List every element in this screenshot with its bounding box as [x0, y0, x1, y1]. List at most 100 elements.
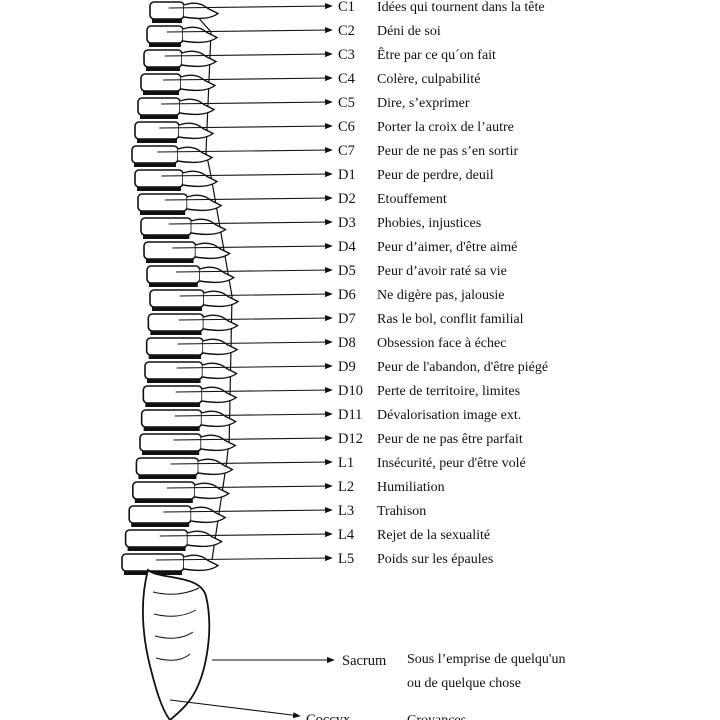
vertebra-shape [143, 49, 218, 71]
vertebra-code: C2 [338, 23, 355, 39]
coccyx-code: Coccyx [306, 712, 351, 720]
vertebra-shape [134, 121, 215, 143]
vertebra-code: C3 [338, 47, 355, 63]
vertebra-description: Peur de l'abandon, d'être piégé [377, 360, 548, 375]
vertebra-code: L5 [338, 551, 354, 567]
vertebra-shape [132, 481, 231, 503]
vertebra-shape [140, 217, 227, 239]
label-arrow [161, 99, 333, 106]
vertebra-description: Peur de ne pas s’en sortir [377, 144, 518, 159]
vertebra-code: C6 [338, 119, 355, 135]
vertebra-description: Ne digère pas, jalousie [377, 288, 505, 303]
label-arrow [179, 291, 333, 298]
label-arrow [176, 267, 333, 274]
vertebra-shape [124, 529, 223, 551]
label-arrow [176, 363, 333, 370]
vertebra-shape [137, 193, 223, 215]
vertebra-code: D10 [338, 383, 363, 399]
label-arrows [156, 3, 335, 719]
vertebra-shape [140, 73, 217, 95]
vertebra-description: Insécurité, peur d'être volé [377, 456, 526, 471]
vertebra-description: Ras le bol, conflit familial [377, 312, 524, 327]
vertebra-code: D8 [338, 335, 356, 351]
label-arrow [166, 27, 333, 34]
vertebra-shape [142, 385, 238, 407]
label-arrow [178, 315, 333, 322]
vertebra-description: Peur de perdre, deuil [377, 168, 494, 183]
label-arrow [175, 387, 333, 394]
sacrum-description-line2: ou de quelque chose [407, 676, 521, 691]
sacrum-description-line1: Sous l’emprise de quelqu'un [407, 652, 565, 667]
label-arrow [166, 483, 333, 490]
label-arrow [172, 243, 333, 250]
vertebra-description: Phobies, injustices [377, 216, 481, 231]
label-arrow [168, 219, 333, 226]
spine-body [121, 1, 240, 720]
vertebra-code: L3 [338, 503, 354, 519]
vertebra-code: D1 [338, 167, 356, 183]
vertebra-code: D6 [338, 287, 356, 303]
vertebra-shape [121, 553, 220, 575]
vertebra-code: C4 [338, 71, 356, 87]
vertebra-shape [139, 433, 237, 455]
vertebra-shape [146, 25, 219, 47]
vertebra-description: Perte de territoire, limites [377, 384, 520, 399]
vertebra-description: Obsession face à échec [377, 336, 506, 351]
label-arrow [161, 171, 333, 178]
vertebra-shape [147, 313, 239, 335]
label-arrow [165, 195, 333, 202]
coccyx-description: Croyances [407, 713, 466, 720]
vertebra-code: D12 [338, 431, 363, 447]
vertebra-shape [145, 337, 239, 359]
vertebra-description: Peur d’aimer, d'être aimé [377, 240, 517, 255]
vertebra-code: C1 [338, 0, 355, 15]
vertebra-shape [143, 241, 231, 263]
vertebra-shape [128, 505, 227, 527]
vertebra-code: D7 [338, 311, 356, 327]
label-arrow [157, 146, 333, 154]
vertebra-code: L2 [338, 479, 354, 495]
label-arrow [164, 51, 333, 58]
vertebra-description: Etouffement [377, 192, 447, 207]
sacrum-shape [142, 568, 211, 720]
label-arrow [168, 3, 333, 10]
vertebra-description: Humiliation [377, 480, 445, 495]
vertebra-code: C5 [338, 95, 355, 111]
vertebra-description: Trahison [377, 504, 426, 519]
vertebra-description: Porter la croix de l’autre [377, 120, 514, 135]
vertebra-description: Déni de soi [377, 24, 441, 39]
vertebra-code: C7 [338, 143, 355, 159]
vertebra-description: Rejet de la sexualité [377, 528, 490, 543]
vertebra-code: D3 [338, 215, 356, 231]
label-arrow [156, 554, 333, 562]
vertebra-code: D4 [338, 239, 356, 255]
vertebra-description: Colère, culpabilité [377, 72, 480, 87]
label-arrow [170, 459, 333, 466]
vertebra-description: Dévalorisation image ext. [377, 408, 521, 423]
vertebra-shape [149, 1, 220, 23]
vertebra-description: Être par ce qu´on fait [377, 46, 496, 63]
label-arrow [162, 75, 333, 82]
vertebra-code: D2 [338, 191, 356, 207]
label-arrow [159, 531, 333, 538]
vertebra-code: D11 [338, 407, 362, 423]
label-arrow [173, 435, 333, 442]
vertebra-description: Peur de ne pas être parfait [377, 432, 523, 447]
vertebra-code: D5 [338, 263, 356, 279]
vertebra-shape [137, 97, 216, 119]
vertebra-shape [149, 289, 240, 311]
label-arrow [159, 123, 333, 130]
vertebra-shape [140, 409, 237, 431]
vertebra-code: L4 [338, 527, 355, 543]
vertebra-shape [131, 145, 214, 167]
vertebra-shape [135, 457, 234, 479]
sacrum-code: Sacrum [342, 653, 387, 669]
label-arrow [177, 339, 333, 346]
label-arrow [163, 507, 333, 514]
vertebra-shape [146, 265, 236, 287]
label-arrow [174, 411, 333, 418]
vertebra-description: Peur d’avoir raté sa vie [377, 264, 507, 279]
